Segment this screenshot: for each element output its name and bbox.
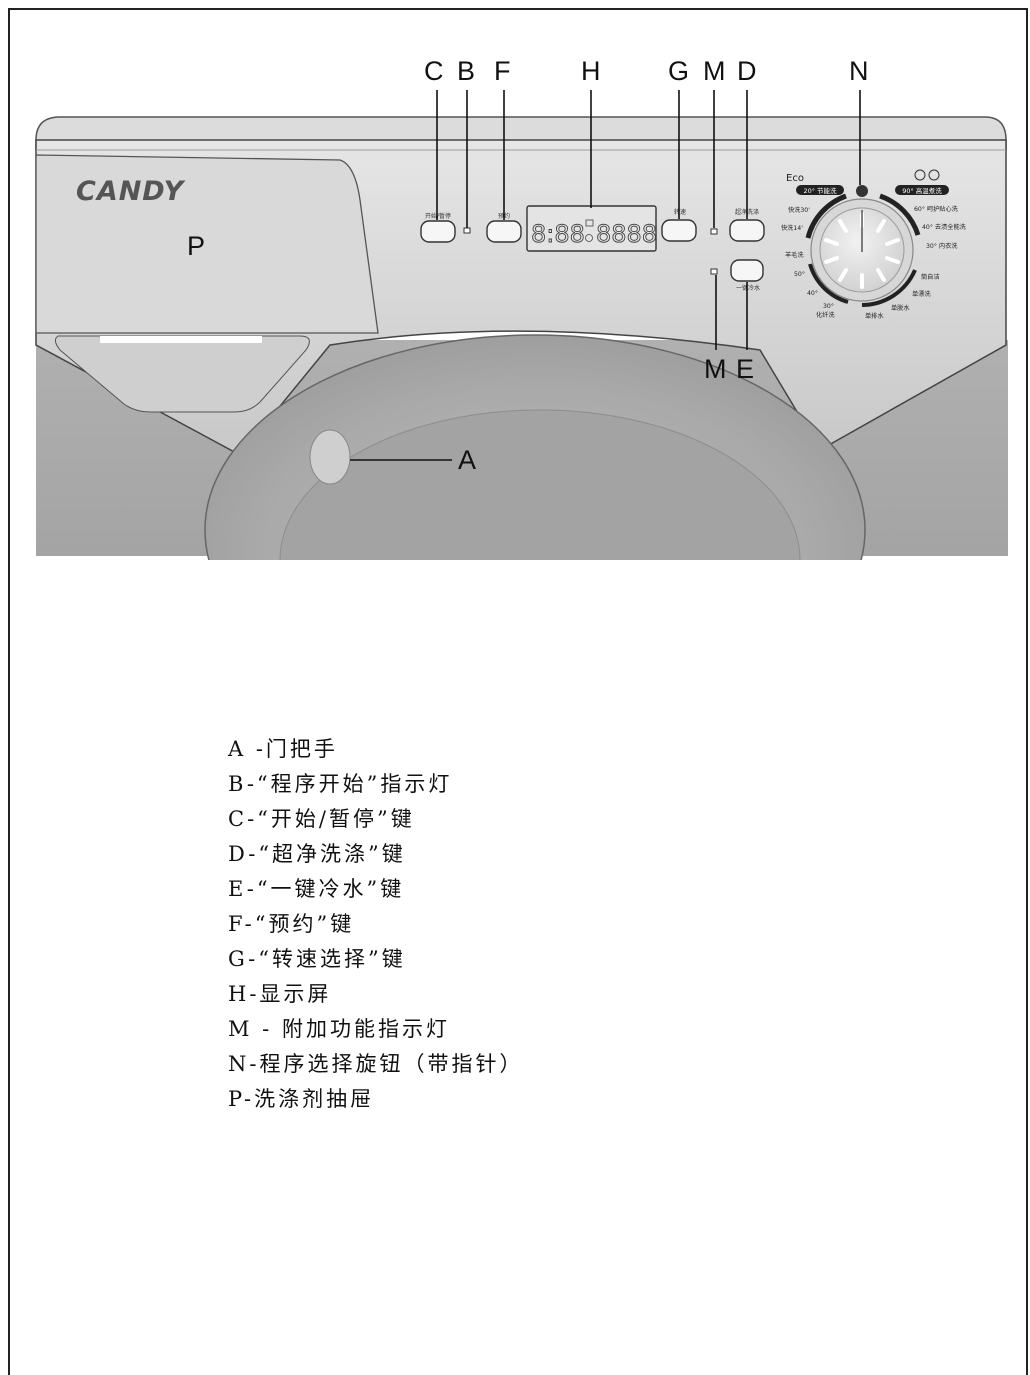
callout-f: F [494, 56, 511, 86]
callout-d: D [737, 56, 757, 86]
legend-item: D-“超净洗涤”键 [228, 842, 406, 866]
speed-label: 转速 [674, 208, 686, 216]
page-frame [8, 8, 1028, 1375]
eco-badge: 20° 节能洗 [803, 186, 837, 195]
dial-left-program: 30° [823, 302, 834, 310]
dial-right-program: 单漂洗 [912, 290, 931, 298]
drawer-handle [54, 335, 310, 413]
callout-m-top: M [703, 56, 726, 86]
callout-h: H [581, 56, 601, 86]
display-time: 8:88 [531, 220, 585, 248]
cold-water-label: 一键冷水 [736, 284, 760, 292]
brand-logo: CANDY [76, 176, 186, 207]
callout-c: C [424, 56, 444, 86]
preset-button [486, 220, 522, 243]
legend-item: P-洗涤剂抽屉 [228, 1087, 375, 1111]
callout-p: P [187, 231, 206, 261]
washing-machine-panel-illustration: CANDY 开始/暂停 预约 8:88 8888 转速 超净洗涤 一键冷水 [35, 90, 1008, 560]
cold-water-button [730, 259, 764, 282]
dial-right-program: 筒自洁 [921, 273, 940, 281]
dial-left-program: 40° [807, 289, 818, 297]
drum-icon [928, 169, 940, 181]
program-dial [805, 185, 921, 307]
clock-icon [585, 234, 593, 242]
dial-right-program: 单脱水 [891, 304, 910, 312]
parts-legend: A -门把手 B-“程序开始”指示灯 C-“开始/暂停”键 D-“超净洗涤”键 … [228, 732, 523, 1117]
legend-item: F-“预约”键 [228, 912, 355, 936]
detergent-drawer [35, 154, 379, 334]
dial-right-program: 60° 呵护贴心洗 [914, 205, 959, 213]
start-pause-button [420, 220, 456, 243]
door-glass [279, 409, 801, 560]
super-clean-button [729, 219, 765, 242]
snowflake-icon [856, 185, 868, 197]
callout-n: N [849, 56, 869, 86]
dial-right-program: 30° 内衣洗 [926, 242, 958, 250]
dial-left-program: 羊毛洗 [785, 251, 804, 259]
dial-right-program: 40° 去渍全能洗 [922, 223, 967, 231]
eco-label: Eco [786, 173, 804, 184]
legend-item: G-“转速选择”键 [228, 947, 406, 971]
start-pause-label: 开始/暂停 [425, 212, 451, 220]
callout-e: E [736, 354, 755, 384]
legend-item: A -门把手 [228, 737, 338, 761]
legend-item: M - 附加功能指示灯 [228, 1017, 450, 1041]
high-temp-badge: 90° 高温煮洗 [902, 186, 942, 195]
display-digits: 8888 [596, 220, 657, 248]
callout-m-bottom: M [704, 354, 727, 384]
extra-function-led-top [710, 228, 718, 235]
callout-a: A [458, 445, 477, 475]
extra-function-led-bottom [710, 268, 718, 275]
legend-item: C-“开始/暂停”键 [228, 807, 415, 831]
dial-left-program: 快洗14' [781, 224, 803, 232]
dial-left-program: 化纤洗 [816, 311, 835, 319]
legend-item: E-“一键冷水”键 [228, 877, 405, 901]
dial-left-program: 50° [794, 270, 805, 278]
wash-icon [914, 169, 926, 181]
door-handle [309, 429, 351, 485]
program-start-led [463, 227, 471, 234]
lock-icon [585, 219, 594, 227]
legend-item: B-“程序开始”指示灯 [228, 772, 453, 796]
legend-item: H-显示屏 [228, 982, 332, 1006]
callout-g: G [668, 56, 690, 86]
dial-right-program: 单排水 [865, 312, 884, 320]
legend-item: N-程序选择旋钮（带指针） [228, 1052, 524, 1076]
speed-button [661, 219, 697, 242]
leader-lines [350, 90, 861, 461]
dial-left-program: 快洗30' [788, 206, 810, 214]
callout-b: B [457, 56, 476, 86]
